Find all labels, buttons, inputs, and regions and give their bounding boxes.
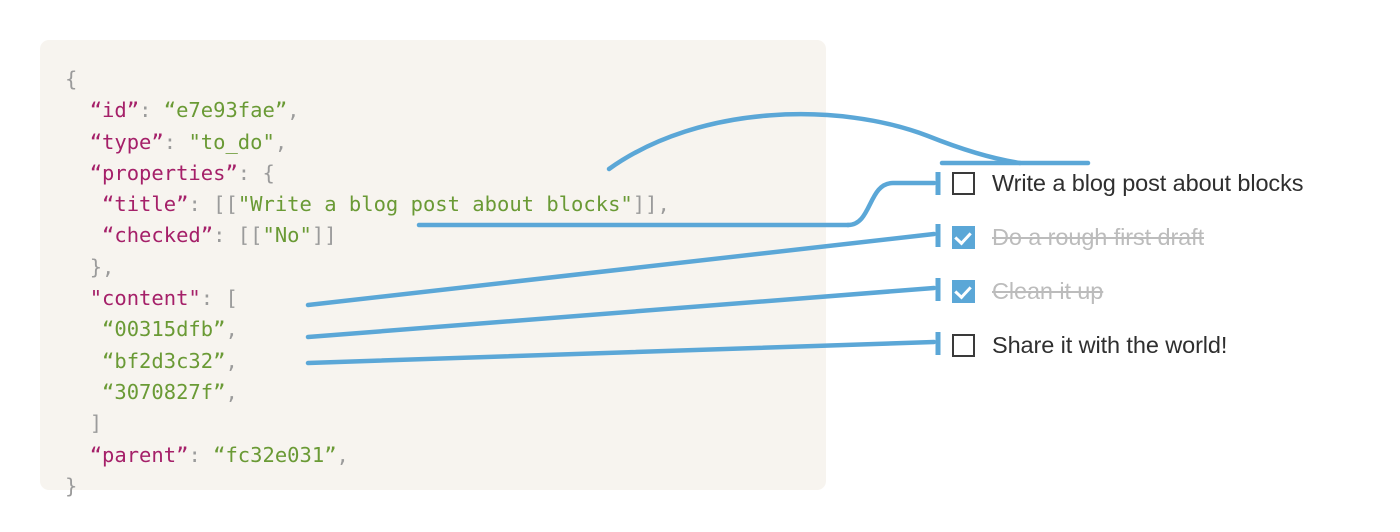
- code-line-properties-close: },: [89, 254, 115, 279]
- code-line-content-2: “3070827f”,: [102, 379, 238, 404]
- code-line-id: “id”: “e7e93fae”,: [89, 98, 300, 123]
- checkbox-checked-icon[interactable]: [952, 225, 975, 249]
- list-item-label: Write a blog post about blocks: [992, 169, 1304, 196]
- code-line-content-0: “00315dfb”,: [102, 317, 238, 342]
- code-line-open: {: [65, 67, 78, 91]
- list-item[interactable]: Write a blog post about blocks: [952, 168, 1303, 198]
- code-line-title: “title”: [["Write a blog post about bloc…: [102, 192, 670, 217]
- list-item[interactable]: Clean it up: [952, 276, 1103, 306]
- code-line-checked: “checked”: [["No"]]: [102, 223, 337, 248]
- code-line-close: }: [65, 473, 78, 498]
- checkbox-unchecked-icon[interactable]: [952, 171, 975, 195]
- json-code-panel: { “id”: “e7e93fae”, “type”: "to_do", “pr…: [40, 40, 826, 498]
- code-line-content: "content": [: [89, 286, 238, 311]
- code-line-content-close: ]: [89, 411, 103, 436]
- list-item-label: Clean it up: [992, 277, 1104, 304]
- list-item[interactable]: Share it with the world!: [952, 330, 1227, 360]
- json-code-block: { “id”: “e7e93fae”, “type”: "to_do", “pr…: [65, 64, 670, 502]
- checkbox-unchecked-icon[interactable]: [952, 333, 975, 357]
- list-item-label: Do a rough first draft: [992, 223, 1205, 250]
- checkbox-checked-icon[interactable]: [952, 279, 975, 303]
- code-line-type: “type”: "to_do",: [89, 129, 288, 154]
- connector-checked-curve: [845, 180, 937, 228]
- code-line-content-1: “bf2d3c32”,: [102, 348, 238, 373]
- code-line-parent: “parent”: “fc32e031”,: [89, 442, 349, 467]
- list-item-label: Share it with the world!: [992, 331, 1228, 358]
- code-line-properties: “properties”: {: [89, 160, 275, 185]
- list-item[interactable]: Do a rough first draft: [952, 222, 1204, 252]
